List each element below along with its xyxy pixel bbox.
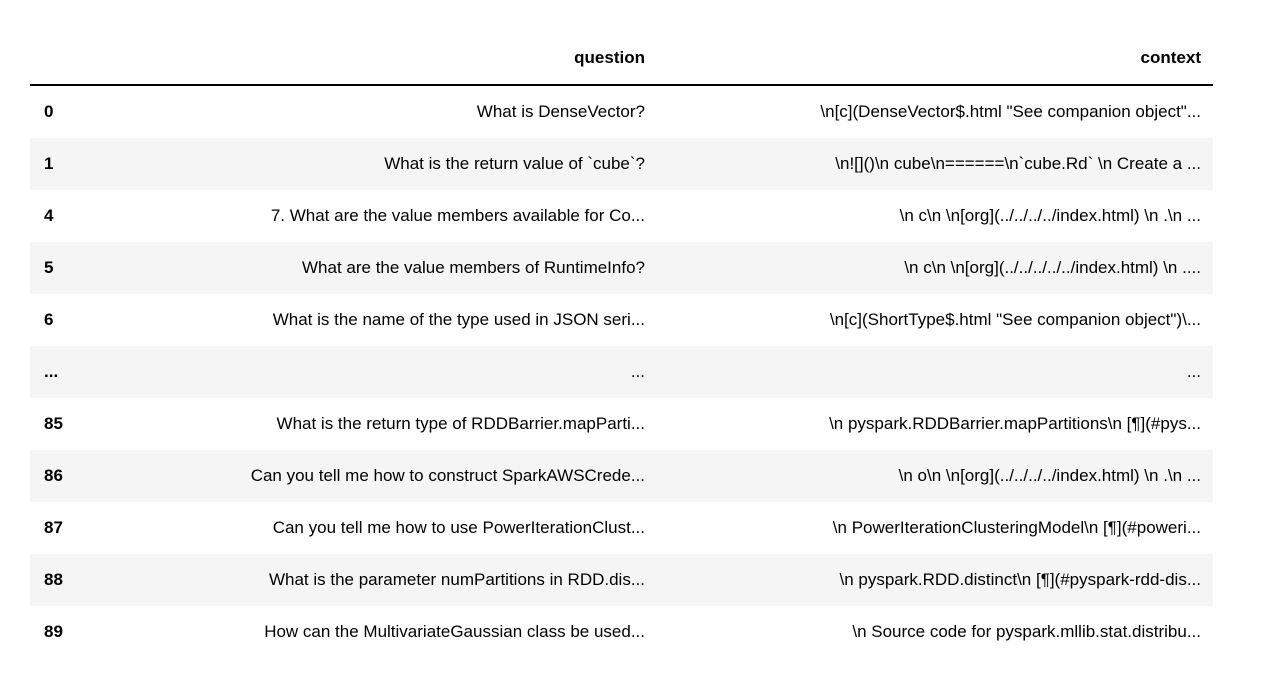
context-cell: \n![]()\n cube\n======\n`cube.Rd` \n Cre… (835, 154, 1201, 173)
context-cell: \n pyspark.RDDBarrier.mapPartitions\n [¶… (829, 414, 1201, 433)
row-index-cell: 89 (44, 622, 63, 641)
question-cell: What is the name of the type used in JSO… (272, 310, 645, 329)
context-cell: \n[c](DenseVector$.html "See companion o… (820, 102, 1201, 121)
question-cell: ... (630, 362, 645, 381)
table-row: 87 Can you tell me how to use PowerItera… (30, 502, 1213, 554)
question-cell: What are the value members of RuntimeInf… (302, 258, 645, 277)
context-cell: \n Source code for pyspark.mllib.stat.di… (852, 622, 1201, 641)
table-row: 89 How can the MultivariateGaussian clas… (30, 606, 1213, 658)
table-row: 0 What is DenseVector? \n[c](DenseVector… (30, 85, 1213, 138)
column-header-question: question (80, 33, 657, 86)
table-row: 88 What is the parameter numPartitions i… (30, 554, 1213, 606)
table-row: 5 What are the value members of RuntimeI… (30, 242, 1213, 294)
row-index-cell: 86 (44, 466, 63, 485)
index-column-header (30, 33, 80, 86)
row-index-cell: ... (44, 362, 59, 381)
context-cell: \n c\n \n[org](../../../../index.html) \… (899, 206, 1201, 225)
table-header: question context (30, 33, 1213, 86)
header-row: question context (30, 33, 1213, 86)
table-row: 86 Can you tell me how to construct Spar… (30, 450, 1213, 502)
question-cell: 7. What are the value members available … (270, 206, 645, 225)
row-index-cell: 87 (44, 518, 63, 537)
table-row-ellipsis: ... ... ... (30, 346, 1213, 398)
context-cell: ... (1186, 362, 1201, 381)
row-index-cell: 0 (44, 102, 54, 121)
row-index-cell: 88 (44, 570, 63, 589)
table-row: 6 What is the name of the type used in J… (30, 294, 1213, 346)
question-cell: Can you tell me how to construct SparkAW… (250, 466, 645, 485)
question-cell: What is DenseVector? (476, 102, 645, 121)
row-index-cell: 6 (44, 310, 54, 329)
context-cell: \n o\n \n[org](../../../../index.html) \… (898, 466, 1201, 485)
question-cell: What is the return type of RDDBarrier.ma… (276, 414, 645, 433)
row-index-cell: 85 (44, 414, 63, 433)
question-cell: How can the MultivariateGaussian class b… (264, 622, 645, 641)
table-row: 1 What is the return value of `cube`? \n… (30, 138, 1213, 190)
dataframe-output: question context 0 What is DenseVector? … (30, 33, 1280, 658)
table-body: 0 What is DenseVector? \n[c](DenseVector… (30, 85, 1213, 658)
question-cell: What is the return value of `cube`? (384, 154, 645, 173)
row-index-cell: 4 (44, 206, 54, 225)
question-cell: Can you tell me how to use PowerIteratio… (272, 518, 645, 537)
question-cell: What is the parameter numPartitions in R… (268, 570, 645, 589)
dataframe-table: question context 0 What is DenseVector? … (30, 33, 1213, 658)
table-row: 4 7. What are the value members availabl… (30, 190, 1213, 242)
context-cell: \n c\n \n[org](../../../../../index.html… (904, 258, 1201, 277)
column-header-context: context (657, 33, 1213, 86)
context-cell: \n PowerIterationClusteringModel\n [¶](#… (832, 518, 1201, 537)
context-cell: \n pyspark.RDD.distinct\n [¶](#pyspark-r… (839, 570, 1201, 589)
row-index-cell: 5 (44, 258, 54, 277)
row-index-cell: 1 (44, 154, 54, 173)
table-row: 85 What is the return type of RDDBarrier… (30, 398, 1213, 450)
context-cell: \n[c](ShortType$.html "See companion obj… (829, 310, 1201, 329)
